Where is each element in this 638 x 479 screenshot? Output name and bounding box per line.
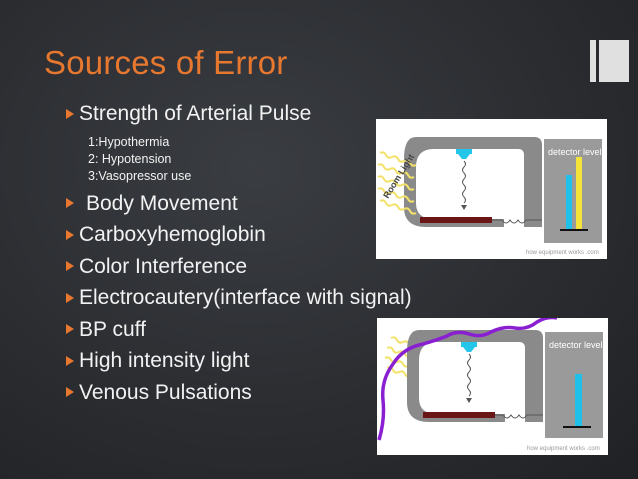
detector-bar-icon [423, 412, 495, 418]
bullet-triangle-icon [66, 198, 74, 209]
room-light-diagram-svg: Room Light detector levels how equipment… [377, 137, 607, 256]
led-beam-icon [463, 347, 475, 352]
bullet-item: Venous Pulsations [66, 377, 412, 409]
bullet-item: Body Movement [66, 188, 412, 220]
bullet-triangle-icon [66, 324, 74, 335]
corner-bar-thick-icon [599, 40, 629, 82]
wire-icon [495, 414, 543, 419]
detector-panel [545, 332, 603, 438]
bullet-label: Venous Pulsations [79, 380, 252, 404]
interference-diagram-svg: detector levels how equipment works .com [377, 315, 608, 452]
bullet-label: Color Interference [79, 254, 248, 278]
level-bar-cyan [566, 175, 572, 229]
detector-panel [544, 139, 602, 243]
bullet-label: BP cuff [79, 317, 146, 341]
led-icon [456, 149, 472, 154]
light-wave-icon [462, 160, 466, 204]
bullet-item: High intensity light [66, 345, 412, 377]
led-icon [461, 342, 477, 347]
wire-icon [492, 219, 542, 224]
baseline [560, 229, 588, 231]
bullet-item: Electrocautery(interface with signal) [66, 282, 412, 314]
detector-levels-label: detector levels [549, 340, 608, 350]
arrow-head-icon [461, 205, 467, 210]
bullet-triangle-icon [66, 355, 74, 366]
bullet-item: BP cuff [66, 314, 412, 346]
room-light-diagram: Room Light detector levels how equipment… [376, 119, 607, 259]
sub-list: 1:Hypothermia 2: Hypotension 3:Vasopress… [66, 130, 412, 188]
bullet-label: High intensity light [79, 349, 250, 372]
led-beam-icon [458, 154, 470, 159]
sub-item: 1:Hypothermia [88, 134, 170, 149]
bullet-label: Strength of Arterial Pulse [79, 102, 312, 125]
bullet-triangle-icon [66, 261, 74, 272]
level-bar-cyan [575, 374, 582, 426]
watermark: how equipment works .com [526, 250, 599, 256]
detector-bar-icon [420, 217, 492, 223]
bullet-label: Carboxyhemoglobin [79, 223, 266, 246]
bullet-item: Strength of Arterial Pulse [66, 98, 412, 130]
arrow-head-icon [466, 398, 472, 403]
interference-diagram: detector levels how equipment works .com [377, 315, 608, 455]
sub-item: 2: Hypotension [88, 151, 172, 166]
sub-item: 3:Vasopressor use [88, 168, 192, 183]
bullet-triangle-icon [66, 292, 74, 303]
bullet-triangle-icon [66, 108, 74, 119]
level-bar-yellow [576, 157, 582, 229]
bullet-triangle-icon [66, 387, 74, 398]
probe-clip-icon [404, 137, 542, 227]
baseline [563, 426, 591, 428]
bullet-label: Body Movement [86, 191, 238, 215]
detector-levels-label: detector levels [548, 147, 607, 157]
probe-clip-icon [407, 330, 543, 422]
interference-signal-icon [377, 315, 558, 441]
slide-title: Sources of Error [44, 44, 288, 81]
bullet-label: Electrocautery(interface with signal) [79, 286, 412, 309]
bullet-item: Carboxyhemoglobin [66, 219, 412, 251]
bullet-triangle-icon [66, 229, 74, 240]
bullet-item: Color Interference [66, 251, 412, 283]
corner-bar-thin-icon [590, 40, 596, 82]
bullet-list: Strength of Arterial Pulse 1:Hypothermia… [66, 98, 412, 408]
room-light-waves-icon [377, 151, 417, 215]
watermark: how equipment works .com [527, 446, 600, 452]
light-wave-icon [467, 353, 471, 397]
